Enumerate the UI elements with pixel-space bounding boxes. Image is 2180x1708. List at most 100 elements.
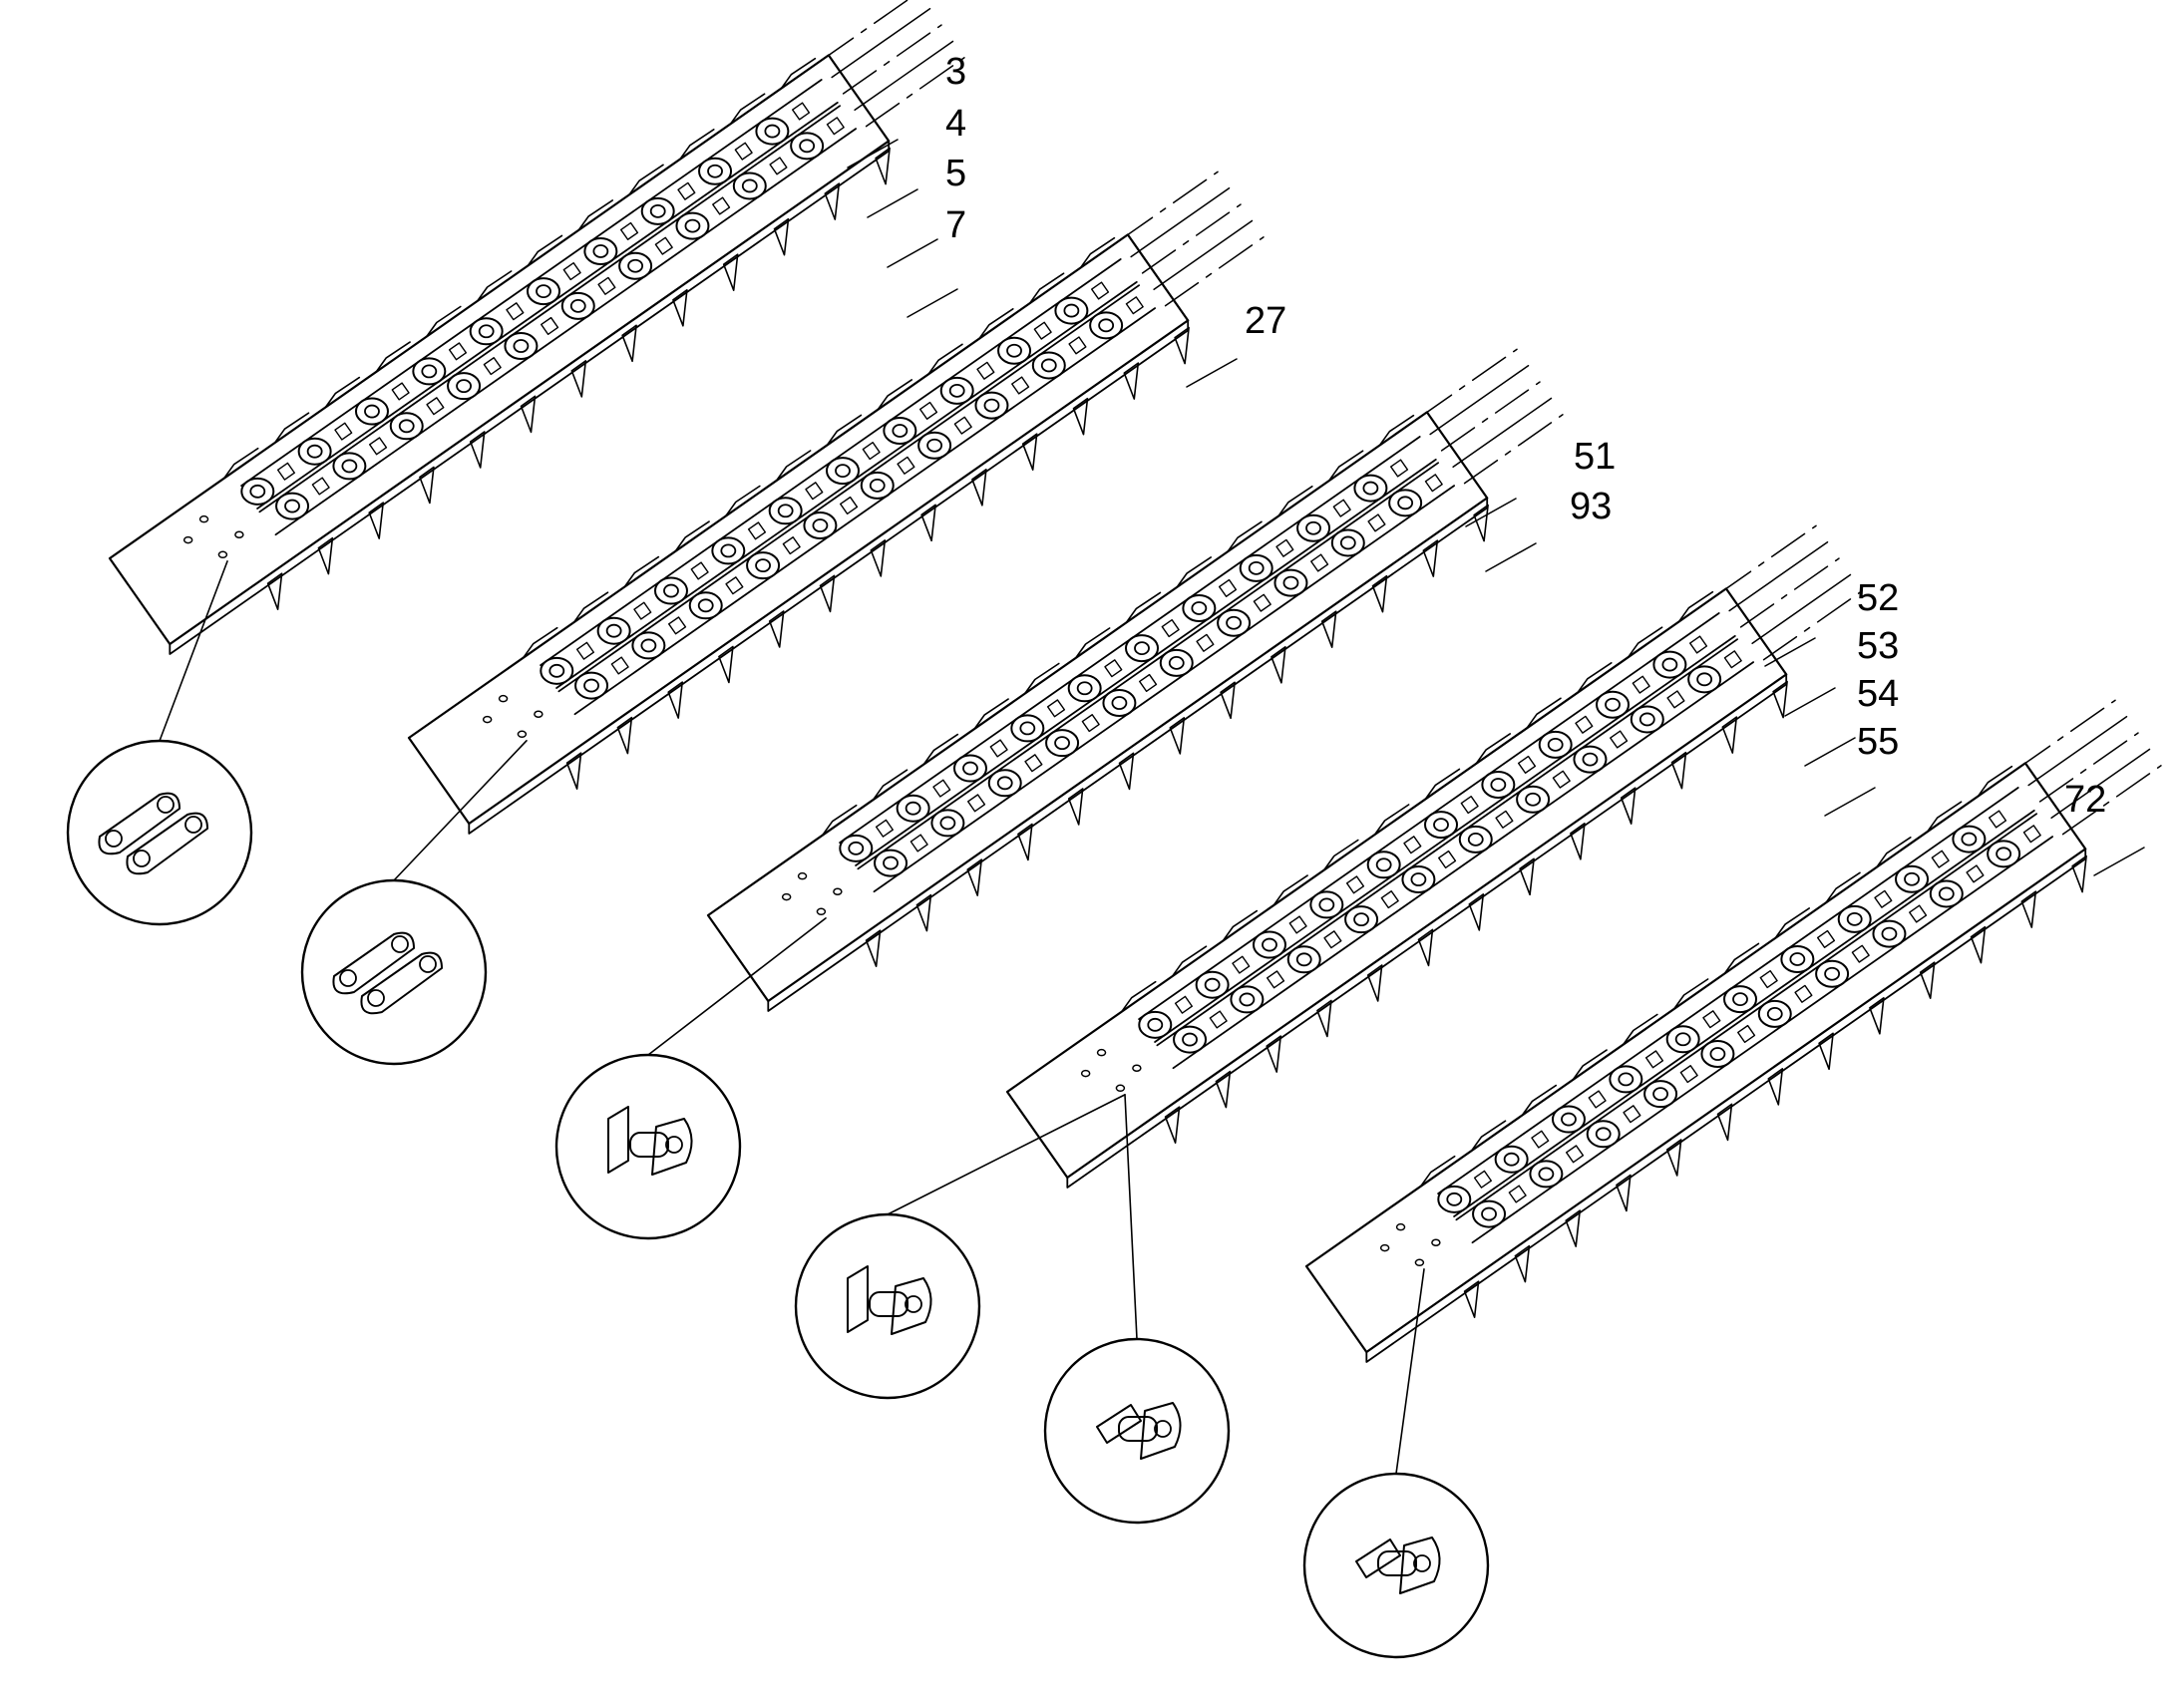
roller-pin bbox=[1561, 1112, 1577, 1127]
chain-roller bbox=[1494, 1145, 1529, 1174]
link-window bbox=[1588, 1090, 1607, 1109]
roller-pin bbox=[640, 638, 657, 653]
chain-roller bbox=[583, 236, 618, 265]
chain-roller bbox=[803, 512, 838, 540]
chain-roller bbox=[732, 171, 767, 200]
chain-rail bbox=[555, 280, 1138, 689]
chain-roller bbox=[1952, 825, 1987, 854]
roller-pin bbox=[1467, 832, 1484, 847]
chain-rail bbox=[855, 458, 1437, 866]
link-window bbox=[562, 262, 581, 281]
link-window bbox=[1091, 281, 1110, 300]
roller-pin bbox=[649, 203, 666, 218]
tooth bbox=[672, 288, 688, 327]
chain-roller bbox=[1010, 714, 1045, 743]
crest-segment bbox=[324, 376, 361, 409]
plate-edge bbox=[169, 140, 891, 655]
plate-crest bbox=[821, 414, 1415, 837]
chain-roller bbox=[1437, 1185, 1472, 1213]
link-window bbox=[1816, 929, 1836, 948]
chain-roller bbox=[653, 576, 688, 605]
link-hole bbox=[419, 955, 437, 973]
crest-segment bbox=[877, 379, 913, 411]
chain-roller bbox=[1252, 930, 1286, 959]
link-hole bbox=[105, 830, 123, 848]
roller-pin bbox=[421, 364, 438, 379]
roller-pin bbox=[1766, 1006, 1783, 1021]
link-window bbox=[1473, 1170, 1493, 1189]
crest-segment bbox=[821, 804, 858, 837]
roller-pin bbox=[1168, 655, 1185, 670]
detail-view-pin-connector bbox=[794, 1094, 1126, 1400]
link-window bbox=[840, 496, 859, 515]
crest-segment bbox=[1028, 272, 1065, 305]
link-window bbox=[1989, 810, 2007, 829]
roller-pin bbox=[777, 504, 794, 518]
extension-line bbox=[2038, 732, 2139, 803]
link-window bbox=[1874, 889, 1893, 908]
extension-line bbox=[865, 57, 965, 128]
link-window bbox=[1623, 1105, 1641, 1124]
tooth bbox=[824, 182, 841, 220]
link-window bbox=[989, 739, 1008, 758]
roller-pin bbox=[1375, 857, 1392, 872]
chain-assemblies bbox=[108, 0, 2162, 1363]
tooth bbox=[1118, 752, 1135, 791]
tooth bbox=[520, 395, 537, 434]
plate-crest bbox=[1120, 590, 1714, 1013]
chain-roller bbox=[1067, 674, 1102, 703]
rivet-hole bbox=[1132, 1064, 1142, 1072]
link-window bbox=[1267, 970, 1285, 989]
detail-circle bbox=[1043, 1337, 1231, 1525]
tooth bbox=[2071, 854, 2087, 893]
roller-pin bbox=[1019, 721, 1036, 736]
link-window bbox=[909, 834, 928, 853]
link-window bbox=[668, 616, 687, 635]
roller-pin bbox=[764, 124, 781, 139]
chain-roller bbox=[860, 471, 895, 500]
roller-pin bbox=[1318, 897, 1335, 912]
roller-pin bbox=[1295, 952, 1312, 967]
connector-head bbox=[651, 1118, 693, 1176]
callout-7: 7 bbox=[945, 204, 966, 246]
chain-roller bbox=[974, 391, 1009, 420]
chain-rail bbox=[1156, 638, 1738, 1047]
roller-pin bbox=[883, 855, 899, 870]
chain-roller bbox=[1529, 1160, 1564, 1189]
rivet-hole bbox=[217, 550, 228, 559]
roller-pin bbox=[1481, 1206, 1497, 1221]
link-window bbox=[1209, 1010, 1228, 1029]
link-window bbox=[276, 462, 296, 481]
crest-segment bbox=[1627, 626, 1663, 659]
link-window bbox=[448, 342, 468, 361]
chain-roller bbox=[1230, 985, 1265, 1014]
crest-segment bbox=[775, 450, 812, 482]
plate-teeth bbox=[266, 147, 891, 611]
crest-segment bbox=[922, 733, 959, 766]
tooth bbox=[920, 504, 936, 542]
tooth bbox=[1271, 645, 1286, 684]
extension-line bbox=[1739, 557, 1840, 628]
roller-pin bbox=[1040, 358, 1057, 373]
chain-roller bbox=[874, 849, 908, 877]
callout-72: 72 bbox=[2064, 779, 2106, 821]
tooth bbox=[266, 572, 283, 611]
roller-pin bbox=[1339, 535, 1356, 550]
roller-pin bbox=[948, 383, 965, 398]
chain-roller bbox=[1895, 864, 1930, 893]
link-window bbox=[1737, 1024, 1756, 1044]
chain-roller bbox=[1296, 513, 1331, 542]
link-window bbox=[1610, 730, 1629, 749]
extension-line bbox=[1751, 573, 1852, 645]
link-window bbox=[1851, 944, 1870, 963]
roller-pin bbox=[1353, 912, 1369, 927]
chain-assembly-5 bbox=[1304, 699, 2162, 1363]
extension-lines bbox=[2015, 699, 2162, 836]
roller-pin bbox=[1063, 303, 1080, 318]
crest-segment bbox=[476, 270, 513, 302]
detail-leader bbox=[393, 740, 528, 881]
link-window bbox=[619, 221, 639, 240]
chain-roller bbox=[1173, 1025, 1208, 1054]
roller-pin bbox=[663, 583, 679, 598]
crest-segment bbox=[1378, 414, 1415, 447]
